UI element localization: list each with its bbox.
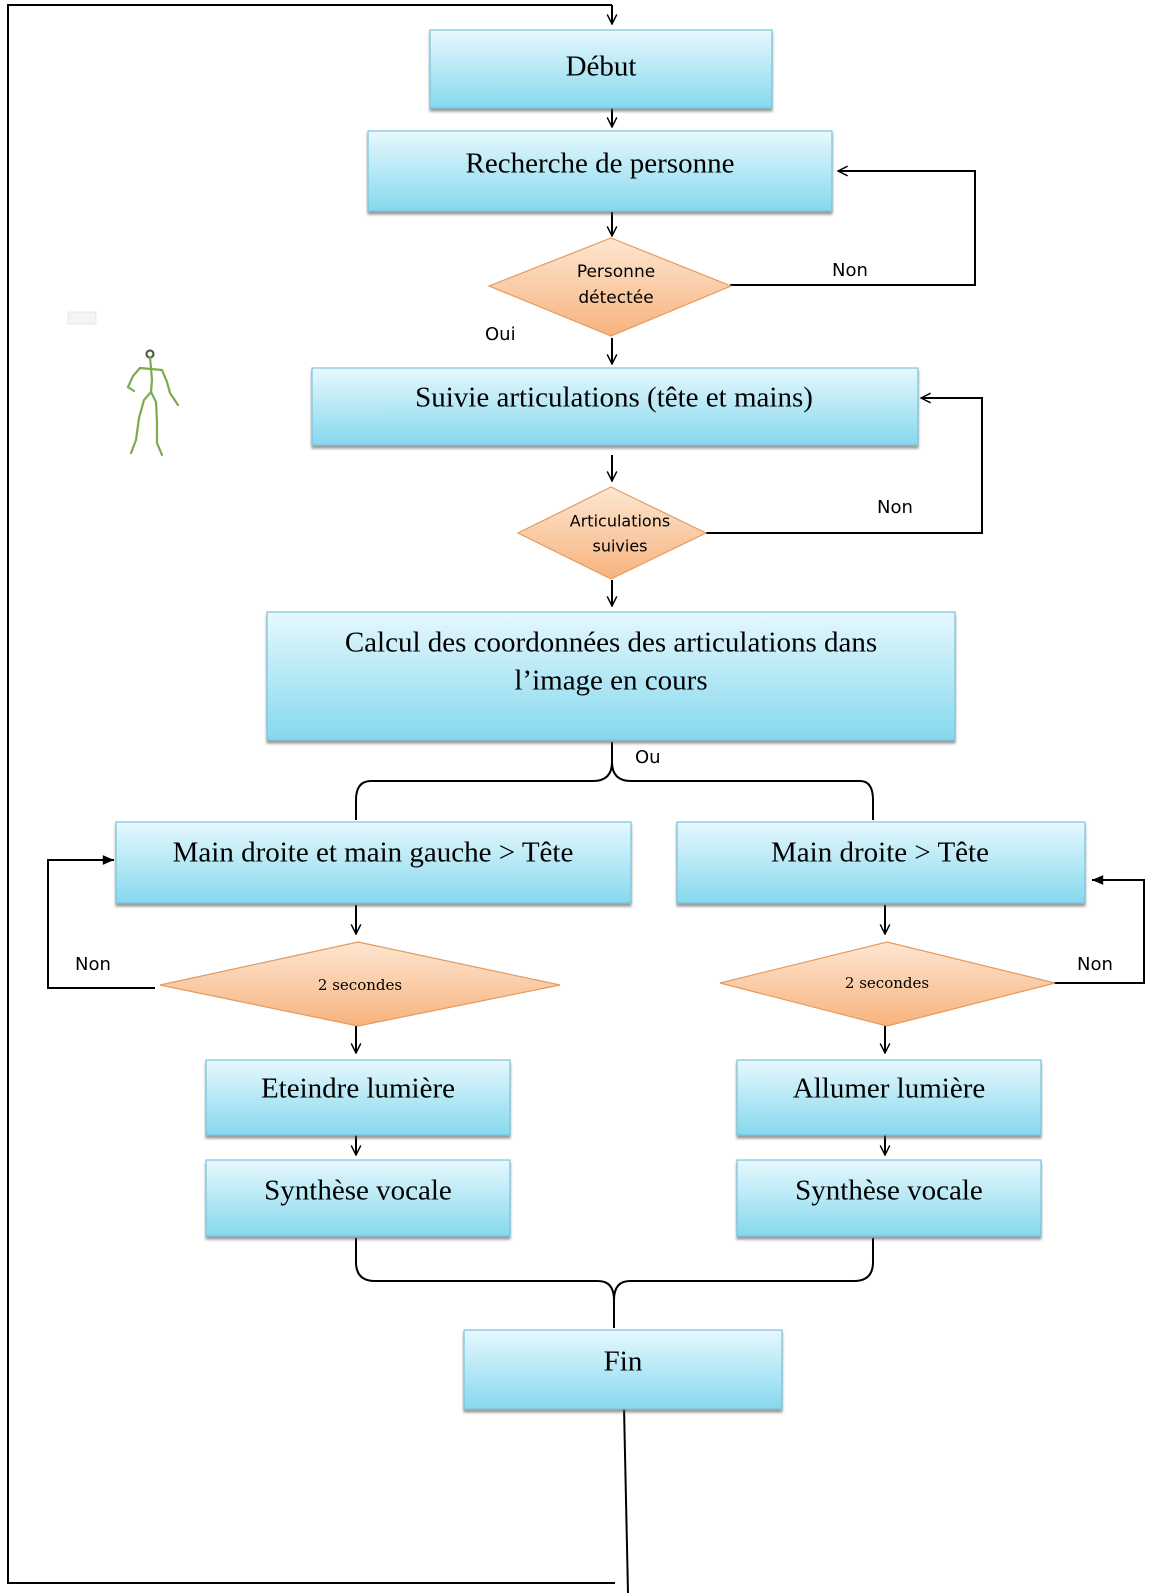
skeleton-figure (67, 311, 180, 457)
loop-back-line (7, 4, 615, 1584)
cond-right-label: Main droite > Tête (771, 837, 989, 869)
cond-left-box: Main droite et main gauche > Tête (115, 821, 632, 904)
light-on-box: Allumer lumière (736, 1059, 1042, 1136)
label-yes: Oui (485, 324, 516, 345)
cond-left-label: Main droite et main gauche > Tête (173, 837, 574, 869)
track-label: Suivie articulations (tête et mains) (415, 382, 813, 414)
arrow-no-to-track (706, 398, 983, 534)
arrow-right-no-loop (1052, 875, 1145, 984)
joints-tracked-line-2: suivies (592, 537, 647, 556)
timer-left-decision: 2 secondes (159, 941, 561, 1027)
person-detected-line-2: détectée (578, 288, 653, 308)
joints-tracked-decision: Articulations suivies (516, 486, 708, 580)
label-or: Ou (635, 747, 661, 768)
arrow-left-no-loop (47, 855, 155, 989)
compute-box: Calcul des coordonnées des articulations… (266, 611, 956, 741)
label-no-right: Non (1077, 954, 1113, 975)
end-to-loop-line (623, 1406, 629, 1594)
brace-merge-left (355, 1238, 615, 1328)
joints-tracked-line-1: Articulations (570, 512, 670, 531)
speech-right-box: Synthèse vocale (736, 1159, 1042, 1237)
cond-right-box: Main droite > Tête (676, 821, 1086, 904)
speech-left-label: Synthèse vocale (264, 1175, 452, 1207)
arrow-no-to-search (730, 171, 976, 286)
light-off-label: Eteindre lumière (261, 1073, 455, 1105)
label-no-left: Non (75, 954, 111, 975)
track-box: Suivie articulations (tête et mains) (311, 367, 919, 446)
search-box: Recherche de personne (367, 130, 833, 212)
compute-label-line-2: l’image en cours (514, 665, 707, 697)
end-box: Fin (463, 1329, 783, 1410)
person-detected-line-1: Personne (577, 262, 655, 282)
label-no-joints: Non (877, 497, 913, 518)
compute-label-line-1: Calcul des coordonnées des articulations… (345, 627, 877, 659)
search-label: Recherche de personne (466, 148, 735, 180)
brace-merge-right (613, 1238, 874, 1301)
light-off-box: Eteindre lumière (205, 1059, 511, 1136)
start-box: Début (429, 29, 773, 109)
label-no-person: Non (832, 260, 868, 281)
start-label: Début (566, 51, 637, 83)
person-detected-decision: Personne détectée (487, 237, 733, 337)
timer-right-label: 2 secondes (845, 974, 929, 992)
brace-split-right (611, 761, 874, 820)
end-label: Fin (604, 1346, 643, 1378)
timer-right-decision: 2 secondes (719, 941, 1056, 1027)
speech-right-label: Synthèse vocale (795, 1175, 983, 1207)
speech-left-box: Synthèse vocale (205, 1159, 511, 1237)
timer-left-label: 2 secondes (318, 976, 402, 994)
brace-split-left (355, 742, 613, 820)
light-on-label: Allumer lumière (793, 1073, 985, 1105)
